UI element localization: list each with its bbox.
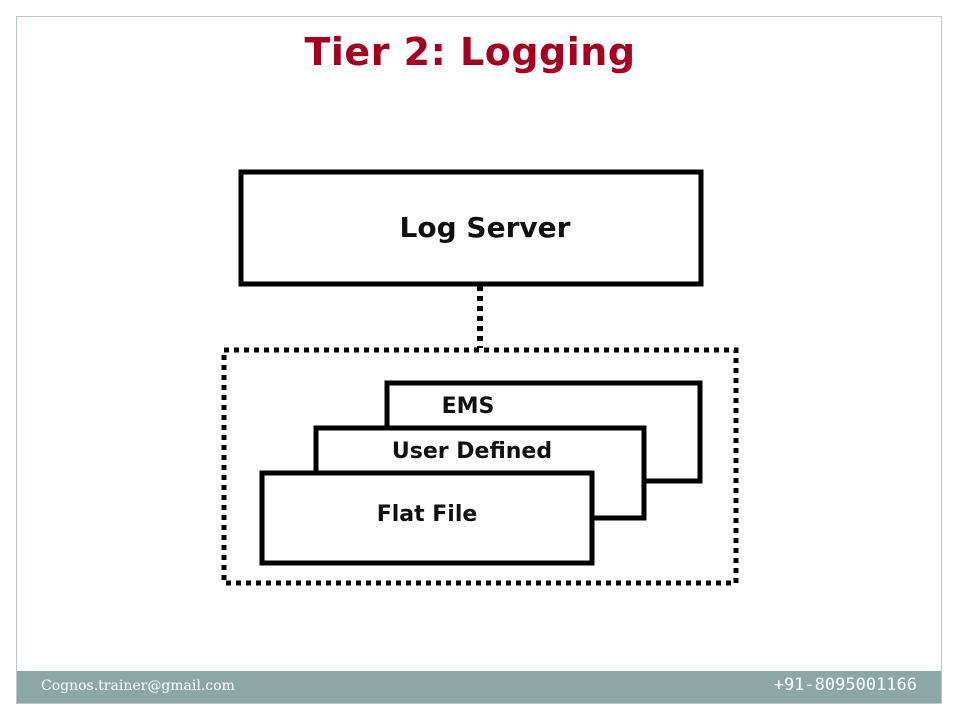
slide-title: Tier 2: Logging	[304, 30, 636, 74]
slide-frame	[16, 16, 942, 704]
flat-file-label: Flat File	[377, 502, 478, 527]
log-server-box	[238, 169, 704, 287]
log-server-label: Log Server	[400, 211, 571, 244]
ems-label: EMS	[442, 394, 495, 419]
flat-file-box	[259, 470, 595, 566]
user-defined-label: User Defined	[392, 439, 552, 464]
log-targets-container	[221, 347, 739, 586]
footer-phone: +91-8095001166	[773, 675, 917, 695]
log-server-node: Log Server	[238, 169, 704, 287]
footer-email: Cognos.trainer@gmail.com	[41, 678, 235, 694]
log-target-flat-file: Flat File	[259, 470, 595, 566]
footer-bar: Cognos.trainer@gmail.com +91-8095001166	[17, 671, 941, 703]
